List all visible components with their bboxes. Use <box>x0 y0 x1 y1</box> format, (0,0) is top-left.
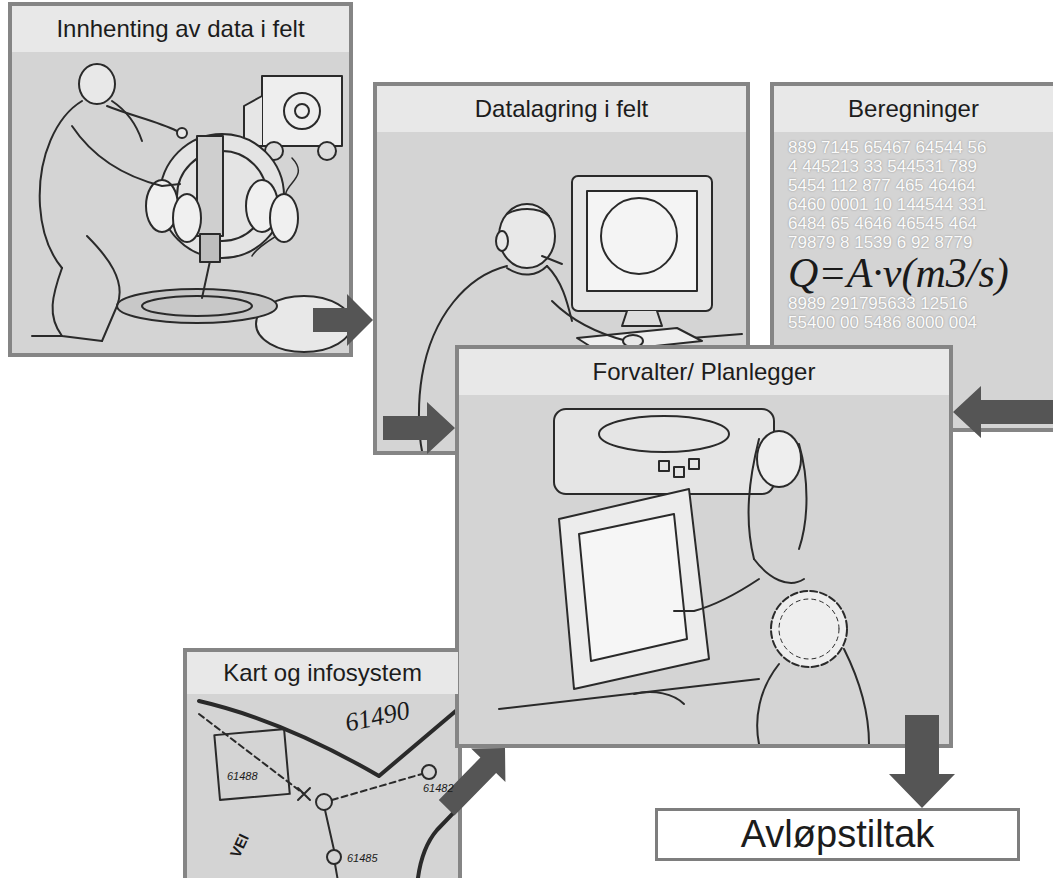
flow-formula: Q=A·v(m3/s) <box>788 252 1009 294</box>
panel-header-band: Datalagring i felt <box>377 86 746 132</box>
flow-arrow <box>439 748 506 815</box>
number-row: 55400 00 5486 8000 004 <box>788 313 977 332</box>
number-row: 6460 0001 10 144544 331 <box>788 195 987 214</box>
flow-arrow <box>383 402 455 454</box>
number-column: 889 7145 65467 64544 564 445213 33 54453… <box>774 132 1053 332</box>
result-box: Avløpstiltak <box>655 808 1020 861</box>
road-name: VEI <box>226 831 252 860</box>
process-panel: Innhenting av data i felt <box>8 2 353 357</box>
number-row: 889 7145 65467 64544 56 <box>788 138 987 157</box>
flow-arrow <box>953 386 1053 438</box>
map-panel: Kart og infosystem 61490 61482 61488 61485 VE… <box>183 648 462 878</box>
panel-title: Datalagring i felt <box>475 95 648 123</box>
result-text: Avløpstiltak <box>741 813 935 856</box>
panel-title: Beregninger <box>848 95 979 123</box>
manhole-number: 61485 <box>347 852 378 864</box>
process-panel: Forvalter/ Planlegger <box>455 345 953 748</box>
panel-header-band: Innhenting av data i felt <box>12 6 349 52</box>
field-inspection-sketch <box>12 6 349 353</box>
panel-header-band: Kart og infosystem <box>187 652 458 694</box>
manhole-number: 61482 <box>423 782 454 794</box>
panel-header-band: Beregninger <box>774 86 1053 132</box>
number-row: 6484 65 4646 46545 464 <box>788 214 977 233</box>
pipe-number: 61490 <box>343 696 413 739</box>
planners-at-screen-sketch <box>459 349 949 744</box>
number-row: 79879 8 1539 6 92 8779 <box>788 233 972 252</box>
number-row: 5454 112 877 465 46464 <box>788 176 976 195</box>
building-number: 61488 <box>227 770 258 782</box>
number-row: 8989 291795633 12516 <box>788 294 968 313</box>
panel-title: Forvalter/ Planlegger <box>593 358 816 386</box>
panel-title: Kart og infosystem <box>223 659 422 687</box>
flow-arrow <box>313 294 373 346</box>
panel-title: Innhenting av data i felt <box>56 15 304 43</box>
panel-header-band: Forvalter/ Planlegger <box>459 349 949 395</box>
number-row: 4 445213 33 544531 789 <box>788 157 977 176</box>
flow-arrow <box>889 715 955 808</box>
